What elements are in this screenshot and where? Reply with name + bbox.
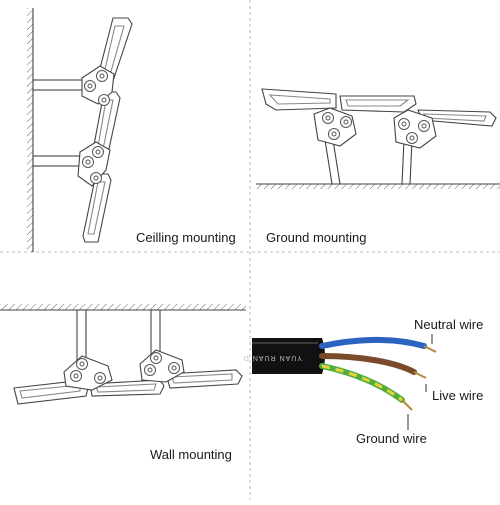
flood-light-panel-ground-2 (339, 95, 417, 113)
wall-hatch (27, 8, 33, 252)
ceiling-hatch (0, 304, 246, 310)
ground-post-2 (401, 139, 413, 185)
ground-mounting-caption: Ground mounting (266, 230, 367, 245)
ground-wire (319, 363, 405, 403)
live-wire-label: Live wire (432, 388, 484, 403)
ground-wire-label: Ground wire (356, 431, 427, 446)
ground-wire-tip (401, 399, 413, 411)
ground-bracket-1 (313, 107, 357, 147)
live-wire-tip (413, 371, 427, 379)
cable-print: YUAN RUAN D (243, 354, 302, 361)
neutral-wire-label: Neutral wire (414, 317, 484, 332)
ceiling-mounting-illustration (27, 8, 133, 252)
ceiling-mounting-caption: Ceilling mounting (136, 230, 236, 245)
ground-wire-stripe (321, 364, 403, 402)
neutral-wire (319, 336, 427, 349)
wall-mounting-caption: Wall mounting (150, 447, 232, 462)
ground-hatch (256, 184, 500, 189)
mount-arm-upper (32, 79, 90, 91)
flood-light-panel-wall-3 (165, 369, 243, 389)
cable-jacket (252, 338, 325, 374)
wall-mounting-illustration (0, 304, 246, 405)
flood-light-panel-3 (82, 173, 112, 243)
neutral-wire-tip (423, 345, 437, 353)
wiring-illustration: YUAN RUAN D (243, 334, 437, 430)
flood-light-panel-ground-1 (261, 88, 337, 111)
hang-post-1 (76, 309, 87, 363)
ground-post-1 (324, 139, 341, 185)
ground-mounting-illustration (256, 88, 500, 189)
live-wire (319, 353, 417, 375)
